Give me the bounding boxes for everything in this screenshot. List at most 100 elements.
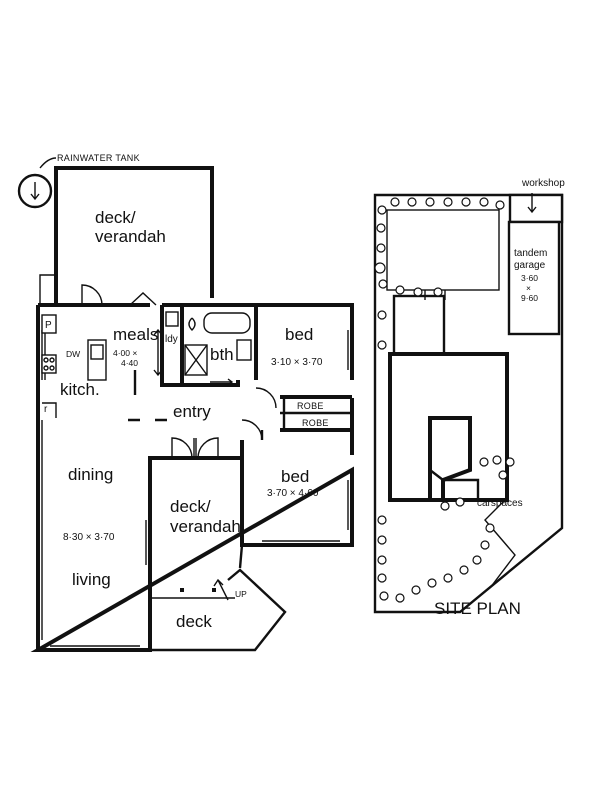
- tree-icon: [395, 593, 405, 603]
- deck-bottom-outline: [148, 568, 287, 652]
- site-deck-link: [392, 294, 446, 356]
- deck-top-area: deck/ verandah: [39, 166, 214, 306]
- site-deck-top: [386, 209, 500, 291]
- kitchen: P DW kitch. r: [41, 314, 137, 418]
- tree-icon: [377, 515, 387, 525]
- bath-arrow-icon: [210, 378, 234, 386]
- bed1-dim: 3·10 × 3·70: [271, 357, 323, 368]
- deck-bottom: deck UP: [148, 544, 287, 652]
- living-deck-slider: [145, 520, 151, 565]
- garage-building: [507, 220, 561, 336]
- robe2-label: ROBE: [302, 418, 329, 428]
- fridge-space: [42, 402, 57, 418]
- tree-icon: [433, 287, 443, 297]
- site-fence: [424, 290, 446, 300]
- shower-cross-icon: [184, 344, 208, 376]
- garage-dim-x: ×: [526, 283, 531, 293]
- site-house-courtyard: [428, 416, 472, 482]
- dining-label: dining: [68, 465, 113, 484]
- tree-icon: [455, 497, 465, 507]
- deck-post: [212, 588, 216, 592]
- garage-label-2: garage: [514, 260, 546, 271]
- tree-icon: [379, 591, 389, 601]
- deck-top-label-1: deck/: [95, 208, 136, 227]
- garage-label-1: tandem: [514, 248, 547, 259]
- deck-door-swing-2: [129, 292, 157, 306]
- living-label: living: [72, 570, 111, 589]
- sink-bowl: [90, 344, 104, 360]
- deck-mid-label-2: verandah: [170, 517, 241, 536]
- pantry-box: [41, 314, 57, 334]
- deck-mid-label-1: deck/: [170, 497, 211, 516]
- kitchen-label: kitch.: [60, 380, 100, 399]
- tree-icon: [377, 205, 387, 215]
- site-trees: [374, 197, 515, 603]
- tree-icon: [377, 573, 387, 583]
- bed2-door-swing: [241, 419, 263, 441]
- tree-icon: [376, 223, 386, 233]
- workshop-label: workshop: [521, 178, 565, 189]
- kitchen-sink: [87, 339, 107, 381]
- tree-icon: [413, 287, 423, 297]
- toilet-icon: [188, 317, 196, 331]
- up-arrow-icon: [213, 578, 229, 601]
- tree-icon: [411, 585, 421, 595]
- front-door-mullion: [193, 438, 197, 458]
- bed1-door-swing: [255, 387, 277, 409]
- meals-dim-2: 4·40: [121, 358, 138, 368]
- tree-icon: [395, 285, 405, 295]
- bed1-label: bed: [285, 325, 313, 344]
- meals-area: meals 4·00 × 4·40: [113, 325, 158, 368]
- tree-icon: [443, 197, 453, 207]
- meals-label: meals: [113, 325, 158, 344]
- rainwater-tank-symbol: [17, 173, 53, 209]
- tree-icon: [479, 197, 489, 207]
- tree-icon: [390, 197, 400, 207]
- deck-bottom-label: deck: [176, 612, 212, 631]
- tree-icon: [407, 197, 417, 207]
- site-house-deck: [443, 478, 480, 500]
- tree-icon: [495, 200, 505, 210]
- dishwasher-label: DW: [66, 349, 80, 359]
- laundry-bath: ldy bth: [153, 311, 252, 386]
- bathtub: [203, 312, 251, 334]
- laundry-label: ldy: [165, 334, 178, 345]
- tree-icon: [377, 535, 387, 545]
- deck-middle: deck/ verandah: [150, 497, 241, 599]
- workshop-arrow-icon: [527, 193, 537, 214]
- bed2-window: [347, 480, 353, 530]
- living-west-window: [37, 420, 43, 640]
- workshop-building: [508, 193, 564, 224]
- bedroom-1: bed 3·10 × 3·70 ROBE ROBE: [255, 325, 329, 428]
- tree-icon: [377, 340, 387, 350]
- living-south-window: [50, 645, 140, 651]
- bedroom-2: bed 3·70 × 4·60: [267, 467, 319, 499]
- rainwater-tank-leader: [39, 157, 57, 169]
- tree-icon: [374, 262, 386, 274]
- rainwater-tank-label: RAINWATER TANK: [57, 153, 140, 163]
- bed2-dim: 3·70 × 4·60: [267, 488, 319, 499]
- dining-dim: 8·30 × 3·70: [63, 532, 115, 543]
- carspaces-label: carspaces: [477, 498, 523, 509]
- bath-laundry-walls: [160, 305, 240, 387]
- pantry-label: P: [45, 320, 52, 331]
- tree-icon: [459, 565, 469, 575]
- tree-icon: [425, 197, 435, 207]
- dining-living: dining 8·30 × 3·70 living: [63, 465, 115, 589]
- front-door-left: [171, 437, 193, 459]
- bathroom-label: bth: [210, 345, 234, 364]
- laundry-arrow-icon: [153, 328, 163, 377]
- entry-area: entry: [128, 402, 263, 459]
- site-plan: workshop tandem garage 3·60 × 9·60 carsp…: [373, 178, 565, 618]
- deck-door-swing: [81, 284, 103, 306]
- cooktop-burner-icon: [43, 357, 49, 363]
- deck-top-label-2: verandah: [95, 227, 166, 246]
- tree-icon: [472, 555, 482, 565]
- rainwater-tank: RAINWATER TANK: [17, 153, 140, 209]
- tree-icon: [498, 470, 508, 480]
- deck-top-outline: [54, 166, 214, 305]
- tree-icon: [461, 197, 471, 207]
- front-door-right: [197, 437, 219, 459]
- up-label: UP: [235, 589, 247, 599]
